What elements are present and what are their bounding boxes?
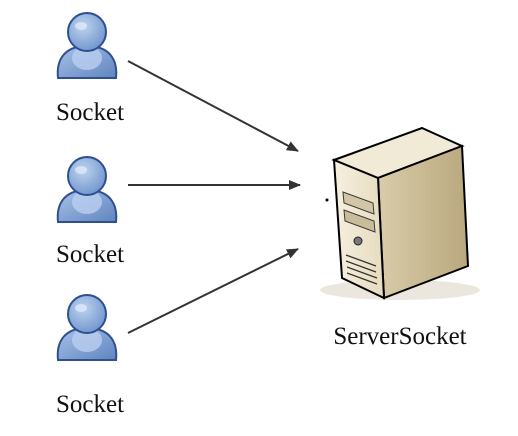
- user-icon: [56, 12, 118, 79]
- client-label-1: Socket: [55, 99, 125, 126]
- connection-arrow-1: [127, 60, 299, 152]
- user-icon: [56, 156, 118, 223]
- server-label: ServerSocket: [333, 323, 467, 350]
- user-icon: [56, 294, 118, 361]
- server-tower-icon: [320, 126, 480, 300]
- connection-arrow-3: [127, 248, 299, 334]
- client-label-2: Socket: [55, 241, 125, 268]
- client-label-3: Socket: [55, 391, 125, 418]
